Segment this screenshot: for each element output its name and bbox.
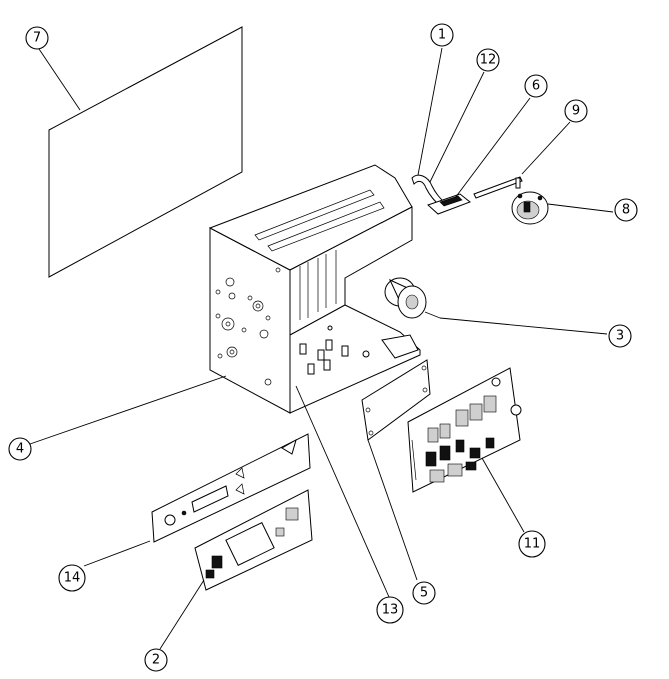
balloon-14-label: 14 — [64, 571, 81, 586]
insulating-plate — [361, 359, 431, 441]
balloon-3: 3 — [608, 324, 632, 348]
front-display-panel — [151, 433, 311, 543]
balloon-1-label: 1 — [438, 28, 446, 43]
back-cover-panel — [48, 26, 243, 278]
balloon-9-label: 9 — [572, 104, 580, 119]
balloon-3-label: 3 — [616, 329, 624, 344]
balloon-13: 13 — [376, 596, 404, 624]
leader-lines — [29, 45, 614, 650]
balloon-12-label: 12 — [480, 53, 497, 68]
balloon-5-label: 5 — [420, 586, 428, 601]
balloon-11: 11 — [518, 530, 546, 558]
balloon-11-label: 11 — [524, 537, 541, 552]
balloon-9: 9 — [564, 99, 588, 123]
balloon-12: 12 — [476, 48, 500, 72]
balloon-1: 1 — [430, 23, 454, 47]
chassis-frame — [208, 164, 421, 414]
fan-motor — [384, 277, 441, 319]
balloon-14: 14 — [58, 564, 86, 592]
balloon-4: 4 — [8, 437, 32, 461]
balloon-2: 2 — [144, 648, 168, 672]
balloon-5: 5 — [412, 581, 436, 605]
pressure-switch — [511, 191, 549, 225]
balloon-6: 6 — [524, 74, 548, 98]
display-board — [194, 489, 313, 591]
balloon-4-label: 4 — [16, 442, 24, 457]
balloon-2-label: 2 — [152, 653, 160, 668]
balloon-7: 7 — [25, 26, 49, 50]
connecting-rod — [473, 176, 523, 199]
balloon-8: 8 — [614, 198, 638, 222]
balloon-6-label: 6 — [532, 79, 540, 94]
balloon-8-label: 8 — [622, 203, 630, 218]
balloon-7-label: 7 — [33, 31, 41, 46]
sensor-bracket — [427, 193, 471, 215]
main-control-board — [407, 367, 522, 493]
balloon-13-label: 13 — [382, 603, 399, 618]
